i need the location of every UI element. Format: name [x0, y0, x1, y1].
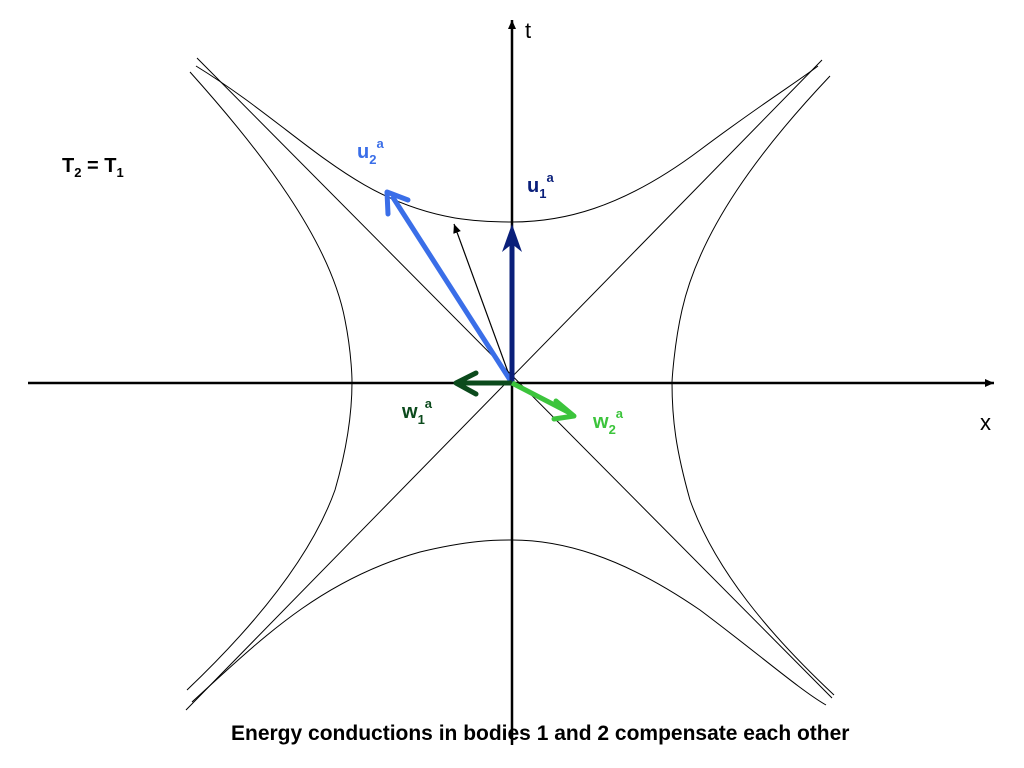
w1-label-base: w [401, 401, 418, 423]
w2-label-sub: 2 [609, 422, 616, 437]
thin-vector [453, 223, 513, 384]
w2-label-sup: a [616, 406, 624, 421]
vector-w2 [510, 380, 577, 422]
w1-label-sup: a [425, 396, 433, 411]
t-axis-label: t [525, 18, 531, 43]
condition-T2-base: T [62, 155, 74, 177]
vector-w1 [453, 370, 512, 397]
condition-equals: = [81, 155, 104, 177]
x-axis-label: x [980, 410, 991, 435]
hyperbola-right [671, 75, 835, 696]
u1-label-sup: a [546, 170, 554, 185]
caption: Energy conductions in bodies 1 and 2 com… [231, 722, 849, 745]
u2-label: u2a [357, 136, 384, 167]
hyperbola-lower [191, 539, 827, 706]
vector-u2 [384, 189, 515, 385]
hyperbola-upper [195, 65, 819, 223]
w2-label: w2a [592, 406, 624, 437]
u2-label-sub: 2 [369, 152, 376, 167]
u2-label-sup: a [376, 136, 384, 151]
w1-label: w1a [401, 396, 433, 427]
condition-T1-sub: 1 [116, 165, 123, 180]
u2-label-base: u [357, 141, 369, 163]
u1-label-base: u [527, 175, 539, 197]
w2-label-base: w [592, 411, 609, 433]
w1-label-sub: 1 [418, 412, 425, 427]
temperature-condition: T2 = T1 [62, 155, 124, 180]
vector-u1 [502, 224, 522, 383]
hyperbola-left [186, 71, 353, 691]
condition-T1-base: T [104, 155, 116, 177]
u1-label: u1a [527, 170, 554, 201]
u1-label-sub: 1 [539, 186, 546, 201]
condition-T2-sub: 2 [74, 165, 81, 180]
